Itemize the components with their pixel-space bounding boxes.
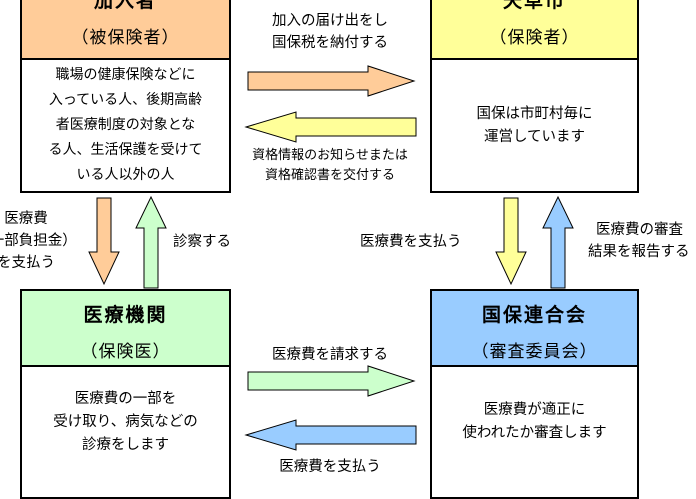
text-line: 医療費の一部を [74,390,177,407]
label-federation-to-city: 医療費の審査 結果を報告する [588,219,690,263]
text-line: 診察する [173,234,231,250]
text-line: 医療費を支払う [360,234,462,250]
node-hospital-header: 医療機関 （保険医） [22,291,229,367]
node-hospital-title: 医療機関 [83,304,168,326]
arrow-city-to-federation [495,197,527,286]
text-line: 国保は市町村毎に [476,105,593,122]
node-federation-subtitle: （審査委員会） [471,342,598,362]
text-line: 結果を報告する [588,244,690,260]
label-hospital-to-federation: 医療費を請求する [240,344,420,366]
text-line: 資格情報のお知らせまたは [252,148,408,163]
text-line: 運営しています [483,128,586,145]
label-member-to-hospital: 医療費 （一部負担金） を支払う [0,208,86,274]
text-line: を支払う [0,255,55,271]
arrow-federation-to-city [542,195,574,289]
node-federation-header: 国保連合会 （審査委員会） [432,291,637,367]
arrow-member-to-hospital [88,197,120,286]
text-line: （一部負担金） [0,233,77,249]
node-hospital-description: 医療費の一部を 受け取り、病気などの 診療をします [22,367,229,477]
node-member-title: 加入者 [93,0,157,12]
label-city-to-member: 資格情報のお知らせまたは 資格確認書を交付する [232,146,428,186]
label-hospital-to-member: 診察する [173,231,231,253]
node-city-description: 国保は市町村毎に 運営しています [432,60,637,191]
label-city-to-federation: 医療費を支払う [360,231,462,253]
text-line: いる人以外の人 [76,167,175,183]
text-line: 診療をします [81,436,169,453]
text-line: 医療費を請求する [272,347,388,363]
flow-arrows [88,65,574,451]
arrow-federation-to-hospital [244,419,417,451]
text-line: 加入の届け出をし [272,13,388,29]
text-line: 職場の健康保険などに [55,67,196,83]
arrow-hospital-to-member [135,195,167,289]
node-member-header: 加入者 （被保険者） [22,0,229,60]
arrow-city-to-member [244,111,417,143]
text-line: 受け取り、病気などの [53,413,198,430]
arrow-hospital-to-federation [247,365,416,397]
text-line: 資格確認書を交付する [264,168,395,183]
arrow-member-to-city [247,65,416,97]
text-line: 医療費を支払う [279,459,381,475]
node-federation: 国保連合会 （審査委員会） 医療費が適正に 使われたか審査します [430,289,639,499]
label-federation-to-hospital: 医療費を支払う [240,456,420,478]
text-line: 医療費が適正に [483,402,586,418]
node-city: 天草市 （保険者） 国保は市町村毎に 運営しています [430,0,639,193]
label-member-to-city: 加入の届け出をし 国保税を納付する [240,10,420,54]
text-line: 医療費 [4,211,48,227]
text-line: る人、生活保護を受けて [48,142,203,158]
text-line: 使われたか審査します [462,425,607,441]
node-hospital-subtitle: （保険医） [80,342,171,362]
text-line: 国保税を納付する [272,35,388,51]
node-member-subtitle: （被保険者） [71,28,180,48]
text-line: 医療費の審査 [596,222,683,238]
node-member: 加入者 （被保険者） 職場の健康保険などに 入っている人、後期高齢 者医療制度の… [20,0,231,193]
node-federation-title: 国保連合会 [481,304,587,326]
node-federation-description: 医療費が適正に 使われたか審査します [432,367,637,477]
text-line: 者医療制度の対象とな [55,117,196,133]
text-line: 入っている人、後期高齢 [48,92,203,108]
node-hospital: 医療機関 （保険医） 医療費の一部を 受け取り、病気などの 診療をします [20,289,231,499]
node-member-description: 職場の健康保険などに 入っている人、後期高齢 者医療制度の対象とな る人、生活保… [22,60,229,191]
node-city-title: 天草市 [502,0,566,12]
node-city-subtitle: （保険者） [489,28,580,48]
node-city-header: 天草市 （保険者） [432,0,637,60]
